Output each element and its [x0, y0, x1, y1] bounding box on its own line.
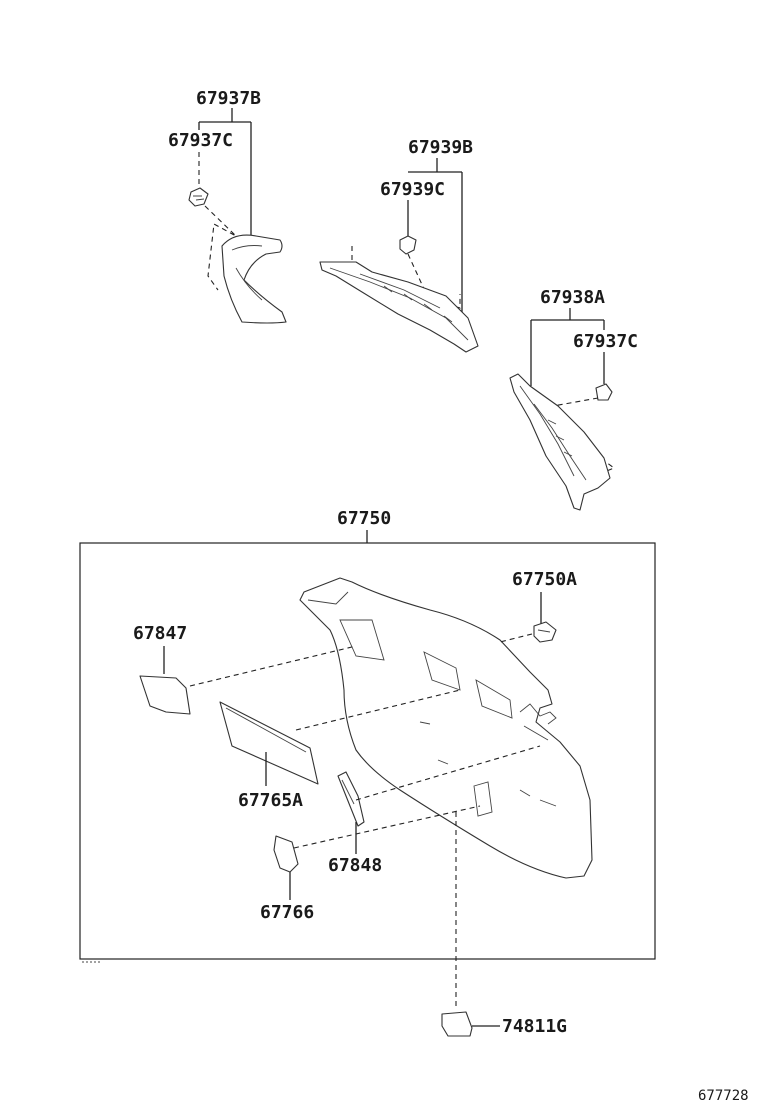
door-trim-slot: [473, 781, 493, 817]
cover-67847: [139, 675, 191, 715]
part-group-67937B: 67937B 67937C: [168, 88, 287, 324]
cover-67765A-detail: [225, 707, 307, 753]
clip-67937C-detail: [193, 195, 205, 201]
door-trim-openings: [423, 651, 513, 719]
part-group-74811G: 74811G: [441, 1011, 567, 1037]
clip-67750A-detail: [537, 629, 551, 633]
label-67938A: 67938A: [540, 287, 605, 308]
bracket-67848-detail: [341, 779, 355, 805]
part-group-67750: 67750 67750A 67847 67765A 67848: [79, 508, 656, 1010]
clip-67750A: [533, 621, 557, 643]
label-67847: 67847: [133, 623, 187, 644]
cover-67765A: [219, 701, 319, 785]
door-trim-latch-area: [519, 703, 557, 741]
dash-link-67750A: [499, 633, 533, 643]
label-67750A: 67750A: [512, 569, 577, 590]
dash-link-67847: [189, 645, 357, 687]
label-67848: 67848: [328, 855, 382, 876]
cover-67766: [273, 835, 299, 873]
label-67750: 67750: [337, 508, 391, 529]
label-74811G: 74811G: [502, 1016, 567, 1037]
trim-67939B-ribs: [383, 285, 453, 323]
dash-link-67937C: [204, 205, 237, 291]
door-trim-marks: [419, 721, 557, 807]
door-trim-window: [307, 591, 385, 661]
garnish-67937B: [221, 234, 287, 324]
dash-link-67765A: [295, 689, 461, 731]
plug-74811G: [441, 1011, 473, 1037]
label-67766: 67766: [260, 902, 314, 923]
label-67939B: 67939B: [408, 137, 473, 158]
label-67937B: 67937B: [196, 88, 261, 109]
assembly-frame-67750: [79, 542, 656, 960]
trim-67939B: [319, 261, 479, 353]
label-67937C-right: 67937C: [573, 331, 638, 352]
pillar-garnish-67938A-detail: [519, 385, 587, 481]
pillar-garnish-67938A-ribs: [547, 419, 573, 457]
dash-link-67848: [355, 745, 541, 801]
label-67937C-top: 67937C: [168, 130, 233, 151]
clip-67939C: [399, 235, 417, 255]
clip-67937C-right: [595, 383, 613, 401]
figure-number: 677728: [698, 1088, 749, 1104]
clip-67937C: [188, 187, 209, 207]
part-group-67938A: 67938A 67937C: [509, 287, 638, 511]
pillar-garnish-67938A: [509, 373, 611, 511]
dash-link-67766: [293, 805, 481, 849]
label-67939C: 67939C: [380, 179, 445, 200]
garnish-67937B-detail: [231, 245, 263, 301]
part-group-67939B: 67939B 67939C: [319, 137, 479, 353]
door-trim-board-67750: [299, 577, 593, 879]
label-67765A: 67765A: [238, 790, 303, 811]
